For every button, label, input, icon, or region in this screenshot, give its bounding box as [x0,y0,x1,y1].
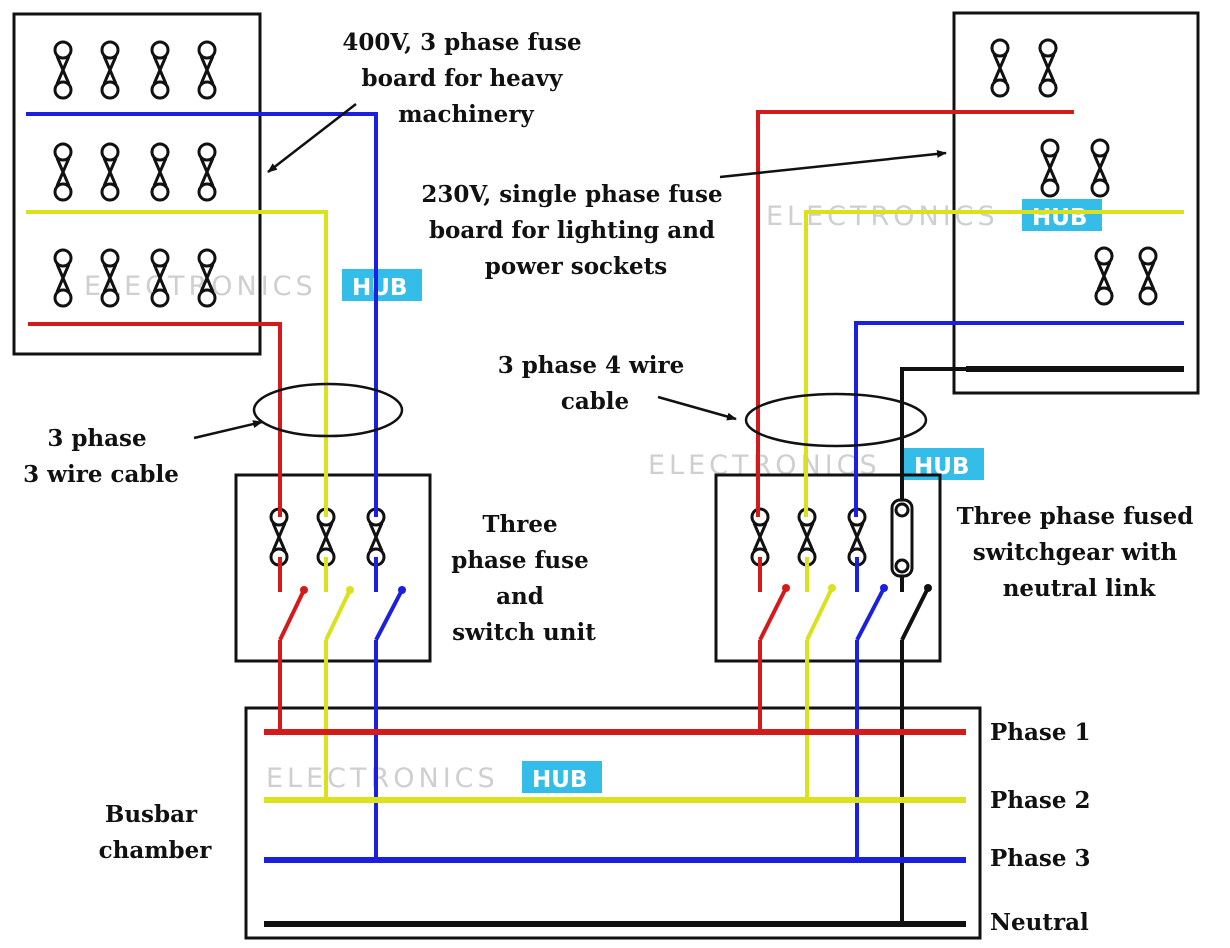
fuse-board-230v-frame [952,11,1200,395]
arrow-to-3p4w-cable [657,395,737,421]
cable-3p3w-ring [252,382,404,438]
watermark-badge-text: HUB [532,767,587,793]
watermark-text: ELECTRONICS [766,201,999,232]
watermark-badge [1022,199,1102,231]
annotation-arrows [193,103,947,440]
watermark-text: ELECTRONICS [266,763,499,794]
label-230v-fuse-board: 230V, single phase fuse board for lighti… [421,181,730,280]
watermark-badge [342,269,422,301]
label-phase-3: Phase 3 [990,845,1091,872]
fuse-row-2 [53,142,217,202]
label-400v-fuse-board: 400V, 3 phase fuse board for heavy machi… [342,29,589,128]
label-3-phase-4-wire-cable: 3 phase 4 wire cable [498,352,693,415]
arrow-to-230v-board [719,149,947,179]
watermark-4: ELECTRONICS HUB [266,761,602,794]
watermark-2: ELECTRONICS HUB [766,199,1102,232]
right-wires [756,110,1184,924]
arrow-to-3p3w-cable [193,420,263,440]
left-wires [26,112,404,860]
watermark-badge-text: HUB [1032,205,1087,231]
watermark-1: ELECTRONICS HUB [84,269,422,302]
fuse-switch-unit-frame [234,473,432,663]
watermark-badge-text: HUB [352,275,407,301]
fuse-row-1 [53,40,217,100]
label-phase-1: Phase 1 [990,719,1091,746]
fuse-board-400v-frame [12,12,262,356]
label-3-phase-3-wire-cable: 3 phase 3 wire cable [23,425,179,488]
cable-3p4w-ring [744,392,928,448]
fuse-board-400v [12,12,262,356]
label-fuse-switch-unit: Three phase fuse and switch unit [451,511,597,646]
fuse-board-230v [952,11,1200,395]
label-busbar-chamber: Busbar chamber [99,801,213,864]
busbars [264,729,966,927]
busbar-chamber-frame [244,706,982,940]
arrow-to-400v-board [267,103,357,173]
watermark-badge [522,761,602,793]
switchgear-frame [714,473,942,663]
label-phase-2: Phase 2 [990,787,1091,814]
fuse-switch-unit [234,473,432,663]
neutral-link [890,498,914,578]
label-neutral: Neutral [990,909,1089,936]
label-switchgear: Three phase fused switchgear with neutra… [957,503,1202,602]
